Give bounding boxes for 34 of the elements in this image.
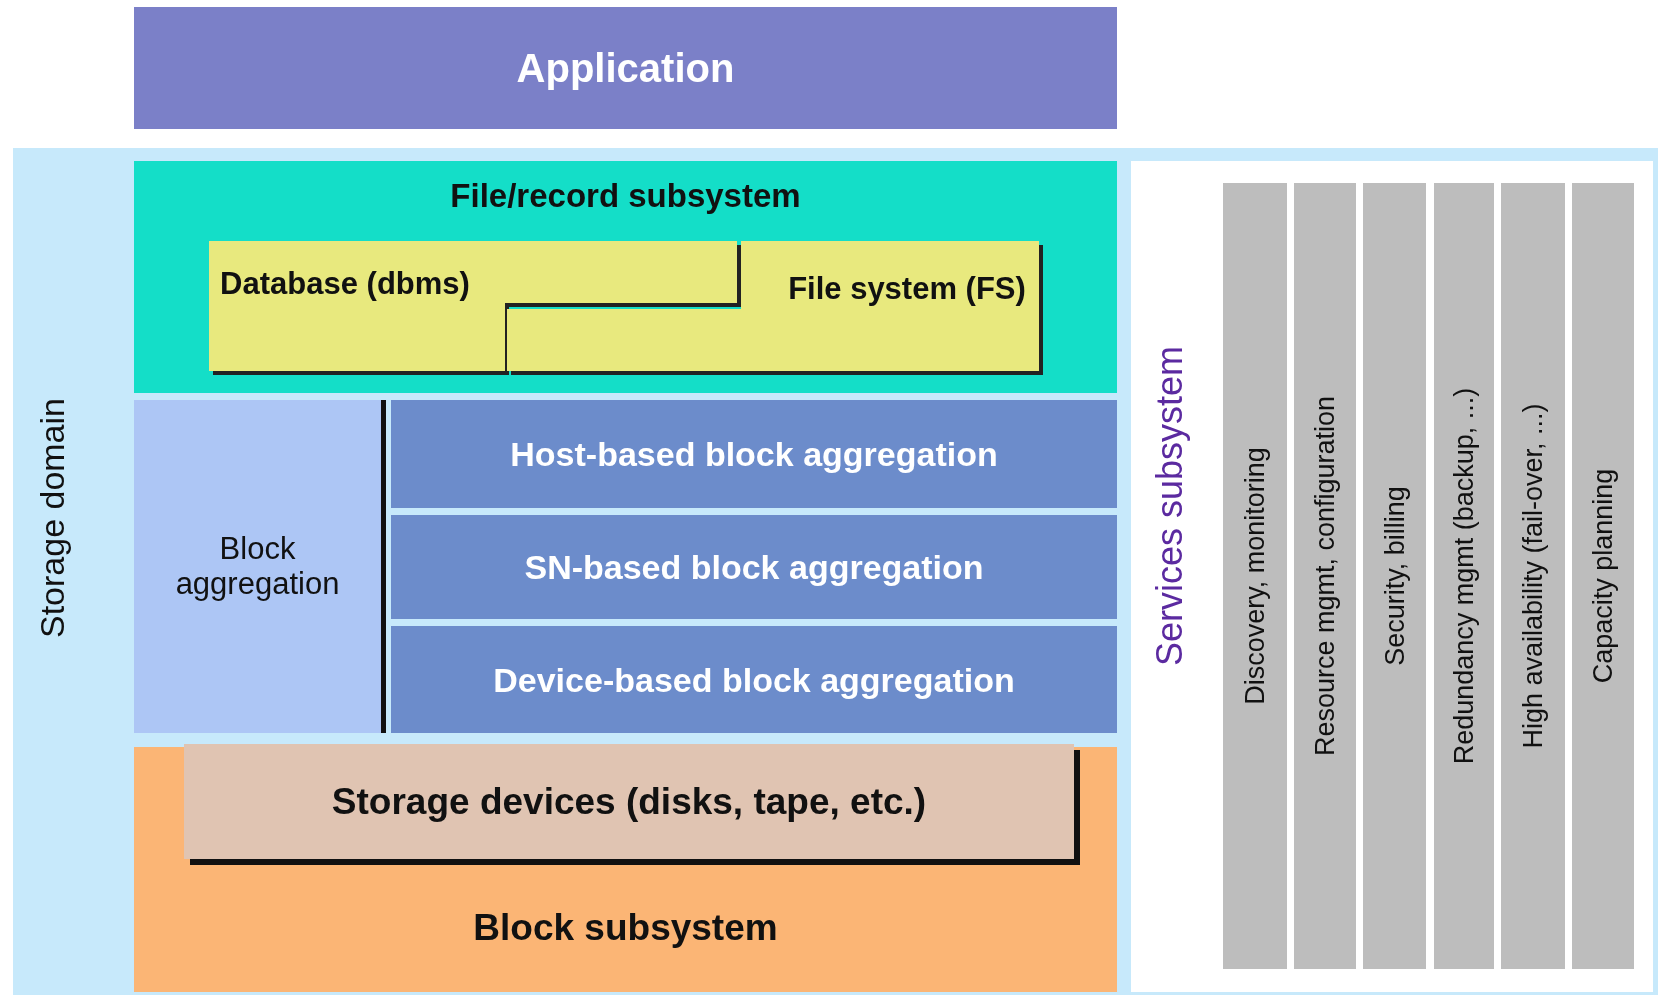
layer-label: Host-based block aggregation [509,434,999,474]
layer-title: Application [515,45,736,91]
aggregation-panel [134,400,386,733]
subsystem-title: File/record subsystem [449,177,802,215]
app-bar [134,7,1117,129]
service-column [1434,183,1494,969]
layer-bar [391,515,1117,619]
layer-label: SN-based block aggregation [523,547,985,587]
aggregation-title: Block aggregation [174,530,341,603]
subsystem-panel [134,161,1117,393]
service-label: Discovery, monitoring [1239,447,1271,705]
subsystem-title: Block subsystem [472,907,779,949]
services-panel [1131,161,1653,992]
service-label: Security, billing [1379,486,1410,666]
service-column [1363,183,1426,969]
component-label: File system (FS) [787,271,1027,307]
layer-label: Storage devices (disks, tape, etc.) [330,780,928,823]
service-column [1501,183,1565,969]
storage-domain-band [13,148,1658,995]
service-label: High availability (fail-over, ...) [1517,403,1549,749]
component-label: Database (dbms) [219,266,471,302]
layer-bar [391,400,1117,508]
domain-title: Storage domain [33,398,72,639]
file-system-shape [507,241,1041,373]
service-label: Redundancy mgmt (backup, ...) [1448,387,1480,765]
service-column [1572,183,1634,969]
service-label: Resource mgmt, configuration [1309,395,1341,757]
layer-bar [391,626,1117,733]
subsystem-title: Services subsystem [1149,346,1191,667]
service-column [1294,183,1356,969]
service-column [1223,183,1287,969]
layer-label: Device-based block aggregation [492,660,1016,699]
subsystem-panel [134,747,1117,992]
service-label: Capacity planning [1587,468,1619,684]
